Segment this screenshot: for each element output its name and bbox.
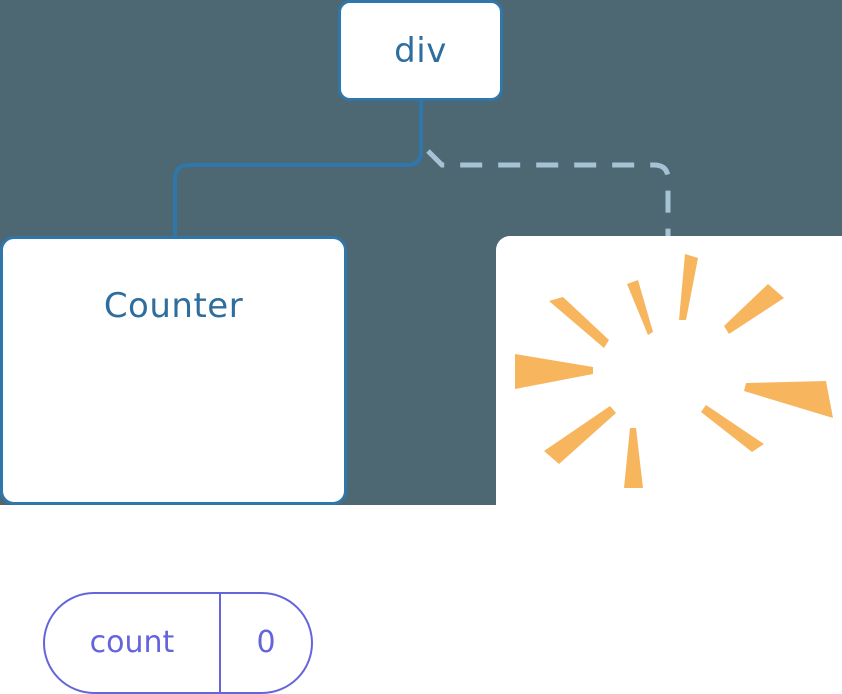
edge-div-to-counter — [173, 99, 423, 240]
node-div-label: div — [394, 30, 447, 71]
state-pill-key: count — [89, 625, 175, 660]
state-pill-value: 0 — [219, 594, 311, 692]
sparkle-ray-nw — [549, 297, 609, 348]
edge-div-to-sparkle — [426, 149, 671, 238]
node-sparkle[interactable] — [496, 236, 842, 505]
node-counter-label: Counter — [103, 286, 244, 326]
state-pill-count[interactable]: count 0 — [43, 592, 313, 694]
sparkle-ray-nnw — [627, 280, 653, 335]
sparkle-burst-icon — [515, 254, 833, 488]
sparkle-ray-se — [701, 405, 764, 452]
sparkle-ray-nne — [724, 284, 784, 334]
sparkle-ray-sw — [544, 406, 616, 464]
node-counter[interactable]: Counter count 0 — [0, 236, 347, 694]
node-div[interactable]: div — [338, 0, 503, 101]
sparkle-ray-e — [744, 381, 833, 418]
sparkle-ray-w — [515, 354, 593, 389]
sparkle-ray-s — [624, 428, 643, 488]
sparkle-ray-n — [679, 254, 698, 320]
